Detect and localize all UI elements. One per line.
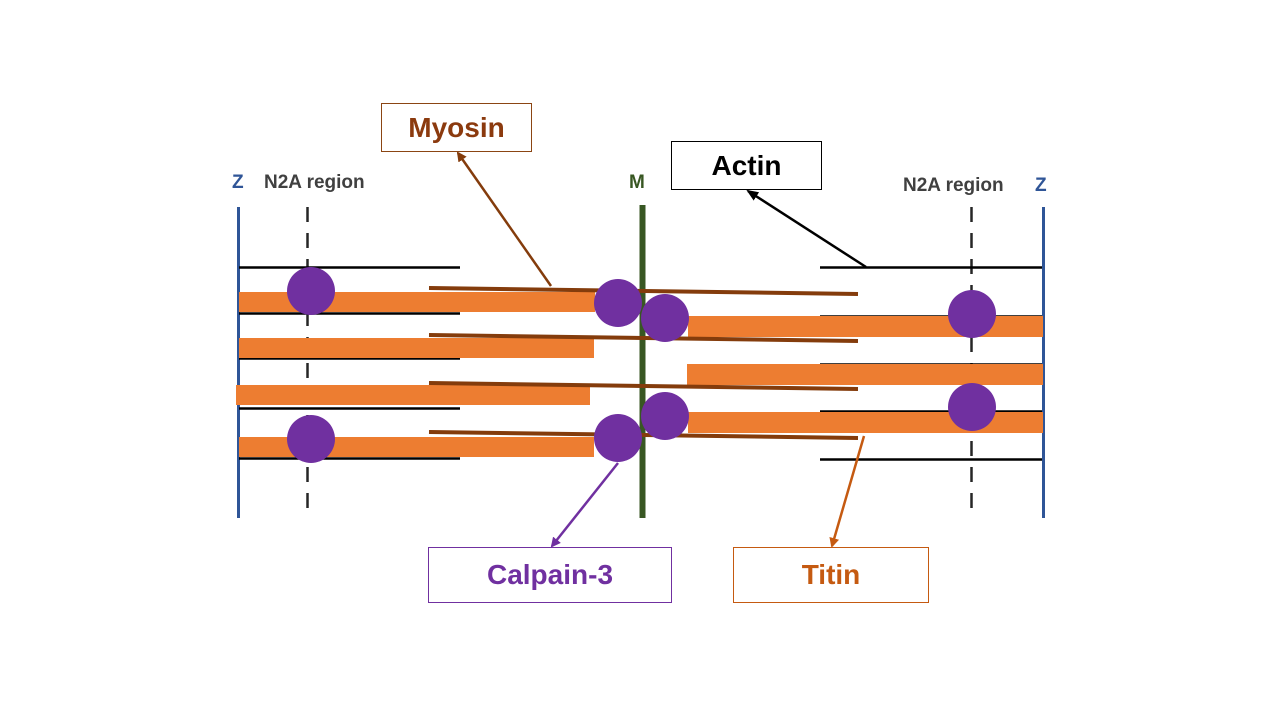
calpain-pointer-arrow	[550, 462, 619, 548]
actin-pointer-arrow	[746, 189, 867, 269]
myosin-label-box: Myosin	[381, 103, 532, 152]
calpain-circle	[287, 415, 335, 463]
m-line-label: M	[629, 172, 645, 193]
calpain-circle	[641, 294, 689, 342]
titin-pointer-arrow	[829, 435, 866, 548]
calpain-circle	[948, 383, 996, 431]
calpain-circle	[641, 392, 689, 440]
calpain-circles	[287, 267, 996, 463]
myosin-filament	[428, 333, 859, 343]
titin-bar	[239, 338, 594, 358]
n2a-region-left-label: N2A region	[264, 172, 365, 193]
titin-bar	[687, 364, 1043, 385]
n2a-region-right-label: N2A region	[903, 175, 1004, 196]
myosin-filament	[428, 286, 859, 296]
z-line-left-label: Z	[232, 172, 244, 193]
titin-bars-right	[687, 316, 1043, 433]
calpain-label-box: Calpain-3	[428, 547, 672, 603]
titin-bar	[236, 385, 590, 405]
calpain-circle	[948, 290, 996, 338]
calpain-circle	[594, 279, 642, 327]
calpain-circle	[594, 414, 642, 462]
calpain-circle	[287, 267, 335, 315]
actin-filaments-left	[239, 266, 460, 460]
z-line-right-label: Z	[1035, 175, 1047, 196]
myosin-filament	[428, 430, 859, 440]
myosin-filament	[428, 381, 859, 391]
myosin-filaments	[428, 286, 859, 440]
actin-label-box: Actin	[671, 141, 822, 190]
titin-label-box: Titin	[733, 547, 929, 603]
myosin-pointer-arrow	[456, 151, 553, 287]
